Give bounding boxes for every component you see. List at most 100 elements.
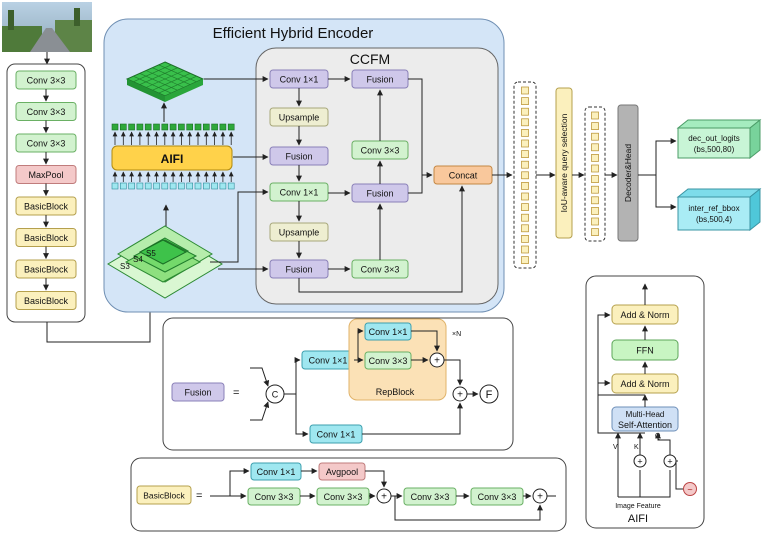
svg-text:Multi-Head: Multi-Head [626, 410, 665, 419]
ccfm-fusion-mid: Fusion [351, 183, 409, 203]
query-token [591, 217, 599, 226]
repeat-n-label: ×N [452, 331, 461, 338]
query-token [521, 192, 529, 201]
svg-text:BasicBlock: BasicBlock [24, 296, 69, 306]
backbone-block-4: MaxPool [15, 165, 77, 184]
basic-conv3d: Conv 3×3 [470, 487, 524, 506]
feature-pyramid [107, 225, 223, 299]
aifi-multihead-attention: Multi-Head Self-Attention [611, 406, 679, 432]
svg-text:Conv 1×1: Conv 1×1 [369, 327, 408, 337]
aifi-k-label: K [634, 444, 639, 451]
svg-text:(bs,500,4): (bs,500,4) [696, 215, 732, 224]
input-token [178, 182, 185, 190]
ccfm-concat: Concat [433, 165, 493, 185]
svg-text:FFN: FFN [636, 346, 654, 356]
scale-s3: S3 [120, 262, 130, 271]
svg-text:Fusion: Fusion [366, 189, 393, 199]
query-token [521, 235, 529, 243]
svg-text:Conv 3×3: Conv 3×3 [324, 492, 363, 502]
output-token [178, 123, 185, 131]
query-token [591, 122, 599, 130]
ccfm-conv1: Conv 1×1 [269, 69, 329, 89]
output-bbox: inter_ref_bbox (bs,500,4) [676, 187, 762, 232]
query-token [591, 175, 599, 183]
backbone-block-2: Conv 3×3 [15, 102, 77, 121]
query-token [591, 196, 599, 205]
output-token [227, 123, 235, 131]
backbone-block-8: BasicBlock [15, 291, 77, 310]
token-column-2 [584, 106, 606, 242]
output-token [211, 123, 218, 131]
svg-text:Avgpool: Avgpool [326, 467, 358, 477]
output-token [111, 123, 119, 131]
query-token [521, 150, 529, 158]
aifi-detail-title: AIFI [628, 513, 648, 525]
ccfm-conv3-bot: Conv 3×3 [351, 259, 409, 279]
svg-text:Add & Norm: Add & Norm [620, 379, 669, 389]
basicblock-detail-label: BasicBlock [136, 485, 192, 505]
ccfm-upsample2: Upsample [269, 222, 329, 242]
svg-text:Conv 3×3: Conv 3×3 [255, 492, 294, 502]
input-image [2, 2, 92, 52]
query-token [591, 228, 599, 236]
rep-add-symbol: + [434, 356, 440, 367]
ccfm-conv3-top: Conv 3×3 [351, 140, 409, 160]
output-token [153, 123, 160, 131]
aifi-block-label: AIFI [161, 152, 184, 166]
backbone-block-6: BasicBlock [15, 228, 77, 247]
feature-grid [125, 61, 205, 102]
basic-conv3b: Conv 3×3 [316, 487, 370, 506]
svg-text:Fusion: Fusion [285, 152, 312, 162]
query-token [521, 224, 529, 233]
svg-text:BasicBlock: BasicBlock [24, 202, 69, 212]
basicblock-equals: = [196, 490, 202, 502]
query-token [521, 107, 529, 116]
output-token [194, 123, 202, 131]
output-token [219, 123, 227, 131]
query-token [591, 207, 599, 215]
query-token [521, 203, 529, 211]
basic-conv1: Conv 1×1 [250, 462, 302, 481]
backbone-block-1: Conv 3×3 [15, 70, 77, 90]
rep-conv1: Conv 1×1 [364, 322, 412, 341]
input-token [227, 182, 235, 190]
fusion-output-node [479, 384, 499, 404]
input-token [186, 182, 193, 190]
query-selection-block [555, 87, 573, 239]
basic-conv3c: Conv 3×3 [403, 487, 457, 506]
svg-text:Conv 3×3: Conv 3×3 [361, 146, 400, 156]
encoder-title: Efficient Hybrid Encoder [213, 25, 374, 42]
aifi-addnorm-bot: Add & Norm [611, 373, 679, 394]
query-token [591, 164, 599, 173]
svg-text:Conv 3×3: Conv 3×3 [27, 139, 66, 149]
output-token [169, 123, 177, 131]
svg-text:BasicBlock: BasicBlock [24, 233, 69, 243]
input-token [169, 182, 177, 190]
query-token [521, 86, 529, 95]
query-token [591, 132, 599, 141]
backbone-block-7: BasicBlock [15, 259, 77, 279]
aifi-addnorm-top: Add & Norm [611, 304, 679, 325]
fusion-output-label: F [486, 389, 493, 401]
rep-conv3: Conv 3×3 [364, 351, 412, 370]
scale-s5: S5 [146, 249, 156, 258]
svg-text:Conv 1×1: Conv 1×1 [280, 188, 319, 198]
svg-text:Conv 1×1: Conv 1×1 [280, 75, 319, 85]
ccfm-upsample1: Upsample [269, 107, 329, 127]
query-token [521, 129, 529, 137]
fusion-detail-label: Fusion [171, 382, 225, 402]
input-token [219, 182, 227, 190]
svg-text:Conv 3×3: Conv 3×3 [478, 492, 517, 502]
input-token [211, 182, 218, 190]
fusion-equals: = [233, 387, 239, 399]
svg-text:Upsample: Upsample [279, 113, 320, 123]
input-token [194, 182, 202, 190]
backbone-block-5: BasicBlock [15, 196, 77, 216]
svg-text:Conv 3×3: Conv 3×3 [361, 265, 400, 275]
positional-encoding-icon [683, 482, 697, 496]
query-token [521, 182, 529, 190]
aifi-image-feature-label: Image Feature [615, 503, 661, 510]
query-token [591, 154, 599, 162]
svg-text:BasicBlock: BasicBlock [143, 491, 185, 501]
